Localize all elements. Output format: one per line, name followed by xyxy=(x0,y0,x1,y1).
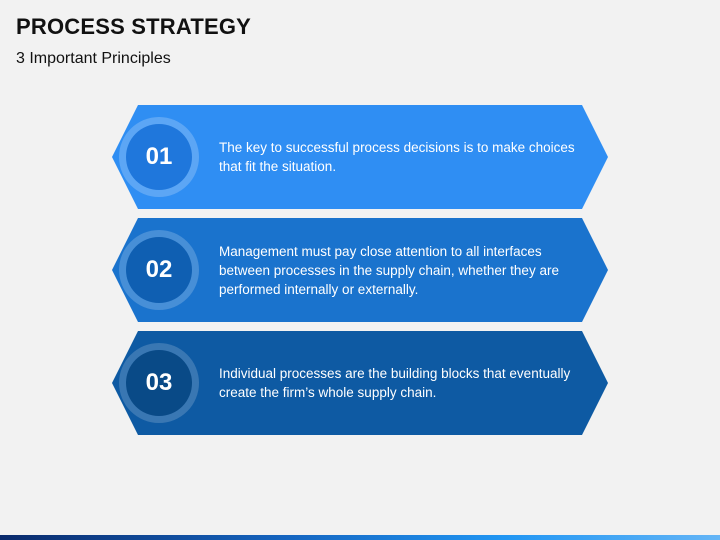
principle-text: Management must pay close attention to a… xyxy=(219,243,559,297)
principle-text: The key to successful process decisions … xyxy=(219,140,575,174)
principle-number: 03 xyxy=(145,369,173,396)
principle-row-1: 01 The key to successful process decisio… xyxy=(112,105,608,209)
principle-row-2: 02 Management must pay close attention t… xyxy=(112,218,608,322)
principle-number: 02 xyxy=(145,256,173,283)
principle-number: 01 xyxy=(145,143,173,170)
principle-text: Individual processes are the building bl… xyxy=(219,366,571,400)
hexagon-banner-shape xyxy=(112,105,608,209)
principle-row-3: 03 Individual processes are the building… xyxy=(112,331,608,435)
hexagon-banner-shape xyxy=(112,218,608,322)
slide-title: PROCESS STRATEGY xyxy=(16,14,252,39)
bottom-accent-bar xyxy=(0,535,720,540)
slide-subtitle: 3 Important Principles xyxy=(16,50,171,67)
hexagon-banner-shape xyxy=(112,331,608,435)
